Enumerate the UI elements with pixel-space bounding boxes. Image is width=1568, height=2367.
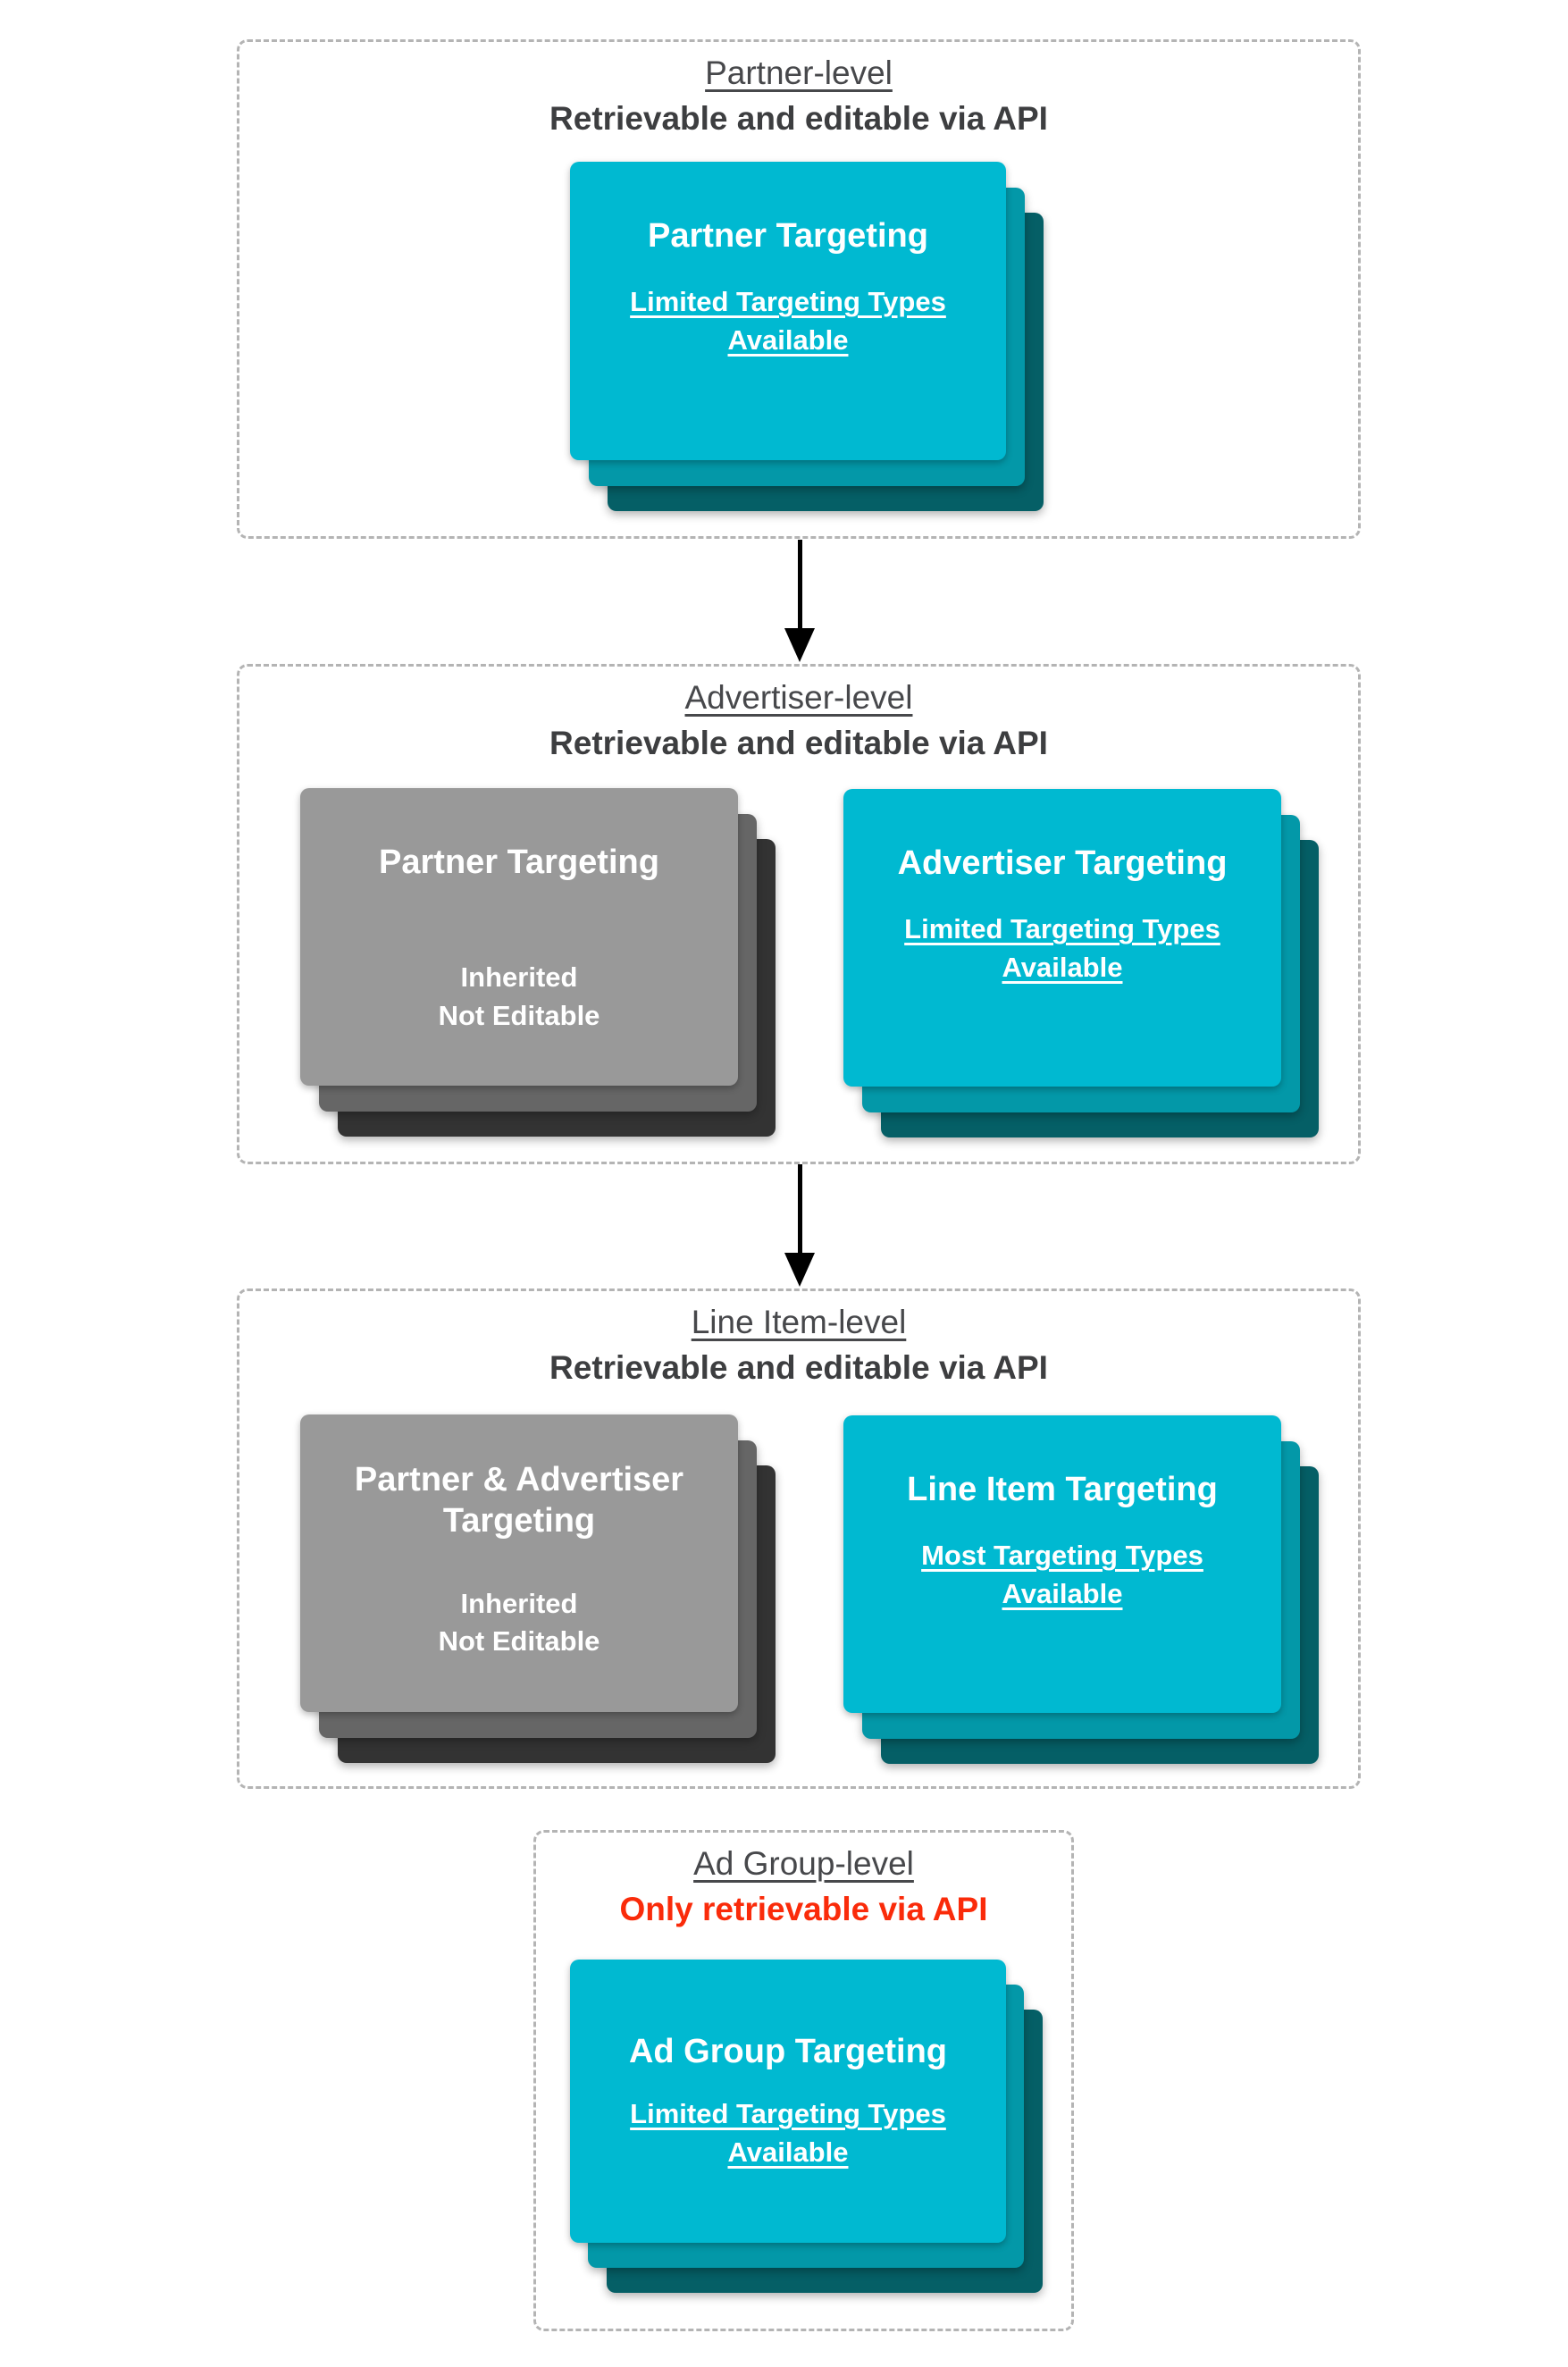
card-body: Limited Targeting Types Available	[570, 283, 1006, 360]
card-heading-line: Partner & Advertiser	[354, 1461, 684, 1498]
card-body-line: Inherited	[460, 1587, 578, 1619]
card-body: Inherited Not Editable	[300, 959, 738, 1036]
section-title: Ad Group-level	[693, 1845, 914, 1882]
section-subtitle: Only retrievable via API	[619, 1891, 988, 1927]
section-partner-level: Partner-level Retrievable and editable v…	[237, 39, 1361, 539]
card-heading: Partner Targeting	[570, 215, 1006, 256]
card-heading: Partner & Advertiser Targeting	[300, 1459, 738, 1542]
section-title: Partner-level	[705, 55, 893, 91]
card-body: Limited Targeting Types Available	[570, 2095, 1006, 2172]
card-heading: Partner Targeting	[300, 842, 738, 883]
card-line-item-targeting: Line Item Targeting Most Targeting Types…	[843, 1415, 1281, 1713]
card-stack-partner-inherited: Partner Targeting Inherited Not Editable	[300, 788, 776, 1137]
card-body-line: Most Targeting Types	[921, 1540, 1203, 1572]
arrow-head	[784, 1253, 815, 1287]
section-subtitle: Retrievable and editable via API	[549, 1349, 1048, 1386]
card-body: Inherited Not Editable	[300, 1585, 738, 1662]
card-body: Most Targeting Types Available	[843, 1537, 1281, 1614]
card-stack-ad-group-targeting: Ad Group Targeting Limited Targeting Typ…	[570, 1960, 1043, 2293]
card-heading-line: Advertiser Targeting	[897, 844, 1228, 882]
card-stack-advertiser-targeting: Advertiser Targeting Limited Targeting T…	[843, 789, 1319, 1137]
card-body-line: Available	[1002, 952, 1123, 984]
down-arrow-icon	[780, 1164, 819, 1287]
section-title: Advertiser-level	[684, 679, 913, 716]
section-title: Line Item-level	[691, 1304, 907, 1340]
section-line-item-level: Line Item-level Retrievable and editable…	[237, 1288, 1361, 1789]
card-body-line: Limited Targeting Types	[630, 286, 946, 318]
card-heading: Line Item Targeting	[843, 1469, 1281, 1510]
card-body-line: Available	[727, 324, 849, 357]
card-heading: Advertiser Targeting	[843, 843, 1281, 884]
card-body-line: Limited Targeting Types	[904, 913, 1220, 945]
card-body-line: Not Editable	[438, 1000, 600, 1032]
section-ad-group-level: Ad Group-level Only retrievable via API …	[533, 1830, 1074, 2331]
card-heading-line: Partner Targeting	[379, 844, 659, 881]
card-partner-advertiser-targeting-inherited: Partner & Advertiser Targeting Inherited…	[300, 1414, 738, 1712]
section-subtitle: Retrievable and editable via API	[549, 725, 1048, 761]
card-body-line: Available	[1002, 1578, 1123, 1610]
card-stack-line-item-targeting: Line Item Targeting Most Targeting Types…	[843, 1415, 1319, 1764]
card-heading-line: Targeting	[442, 1502, 596, 1540]
card-stack-partner-advertiser-inherited: Partner & Advertiser Targeting Inherited…	[300, 1414, 776, 1763]
card-ad-group-targeting: Ad Group Targeting Limited Targeting Typ…	[570, 1960, 1006, 2243]
card-advertiser-targeting: Advertiser Targeting Limited Targeting T…	[843, 789, 1281, 1087]
section-advertiser-level: Advertiser-level Retrievable and editabl…	[237, 664, 1361, 1164]
card-body-line: Available	[727, 2136, 849, 2169]
card-partner-targeting: Partner Targeting Limited Targeting Type…	[570, 162, 1006, 460]
card-body-line: Not Editable	[438, 1625, 600, 1658]
card-body: Limited Targeting Types Available	[843, 911, 1281, 987]
arrow-head	[784, 628, 815, 662]
card-stack-partner-targeting: Partner Targeting Limited Targeting Type…	[570, 162, 1044, 511]
down-arrow-icon	[780, 540, 819, 662]
card-heading-line: Line Item Targeting	[907, 1471, 1218, 1508]
arrow-shaft	[797, 1164, 802, 1253]
section-subtitle: Retrievable and editable via API	[549, 100, 1048, 137]
card-heading: Ad Group Targeting	[570, 2031, 1006, 2072]
card-body-line: Limited Targeting Types	[630, 2098, 946, 2130]
card-body-line: Inherited	[460, 961, 578, 994]
card-heading-line: Ad Group Targeting	[628, 2033, 948, 2070]
arrow-shaft	[797, 540, 802, 628]
card-partner-targeting-inherited: Partner Targeting Inherited Not Editable	[300, 788, 738, 1086]
card-heading-line: Partner Targeting	[648, 217, 928, 255]
